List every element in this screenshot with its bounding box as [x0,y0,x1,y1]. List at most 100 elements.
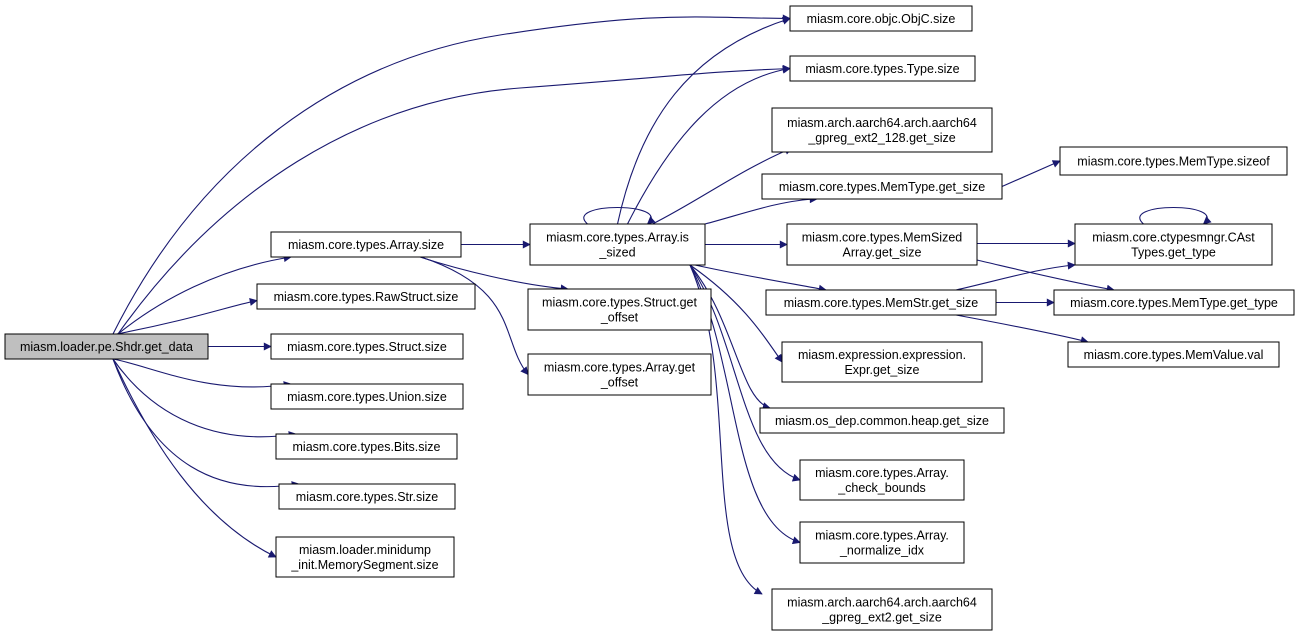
edge-line [112,14,791,335]
node-label: miasm.core.types.MemSized [802,231,963,245]
node-box [270,231,462,258]
node-label: miasm.core.types.MemValue.val [1084,348,1264,362]
node-box [4,333,209,360]
edge-line [116,298,258,335]
edge-line [1001,160,1061,188]
node-label: miasm.core.types.Array.get [544,361,696,375]
node-label: _offset [600,311,639,325]
node-box [789,55,976,82]
node-label: _gpreg_ext2.get_size [821,611,942,625]
node-struct_offset[interactable]: miasm.core.types.Struct.get_offset [527,288,712,331]
node-box [759,407,1005,434]
edge-line [616,16,791,225]
node-label: miasm.core.objc.ObjC.size [807,12,956,26]
node-label: miasm.core.types.MemType.get_size [779,180,985,194]
node-label: miasm.core.types.MemType.get_type [1070,296,1278,310]
edge-is_sized-to-expr_getsize [689,264,783,363]
node-is_sized[interactable]: miasm.core.types.Array.is_sized [529,223,706,266]
node-label: miasm.arch.aarch64.arch.aarch64 [787,596,977,610]
node-expr_getsize[interactable]: miasm.expression.expression.Expr.get_siz… [781,341,983,383]
node-memvalue[interactable]: miasm.core.types.MemValue.val [1067,341,1280,368]
edge-line [117,64,791,335]
node-box [275,433,458,460]
edge-memsized-to-memtype_gettype [976,259,1115,293]
edge-line [112,358,297,440]
edge-is_sized-to-gpreg128 [652,147,793,225]
edge-line [112,358,277,558]
edge-line [689,264,783,363]
node-box [771,588,993,631]
edge-memtype_getsize-to-sizeof [1001,160,1061,188]
edge-root-to-array_size [117,254,292,335]
node-label: miasm.core.types.Struct.get [542,296,697,310]
node-box [527,353,712,396]
node-minidump[interactable]: miasm.loader.minidump_init.MemorySegment… [275,536,455,578]
node-label: miasm.core.types.Array. [815,466,949,480]
node-label: miasm.os_dep.common.heap.get_size [775,414,989,428]
node-label: _check_bounds [837,481,926,495]
node-box [270,333,464,360]
node-label: miasm.core.types.RawStruct.size [274,290,459,304]
edge-is_sized-to-is_sized [583,206,656,225]
node-gpreg128[interactable]: miasm.arch.aarch64.arch.aarch64_gpreg_ex… [771,107,993,153]
node-box [275,536,455,578]
node-box [270,383,464,410]
node-label: _sized [598,246,635,260]
node-check_bounds[interactable]: miasm.core.types.Array._check_bounds [799,459,965,501]
node-memtype_gettype[interactable]: miasm.core.types.MemType.get_type [1053,289,1295,316]
node-struct_size[interactable]: miasm.core.types.Struct.size [270,333,464,360]
node-heap[interactable]: miasm.os_dep.common.heap.get_size [759,407,1005,434]
node-type_size[interactable]: miasm.core.types.Type.size [789,55,976,82]
edge-line [704,195,818,225]
node-box [256,283,476,310]
node-label: miasm.core.types.MemStr.get_size [784,296,979,310]
node-memstr_getsize[interactable]: miasm.core.types.MemStr.get_size [765,289,997,316]
edge-line [112,358,292,390]
edge-castget-to-castget [1139,206,1212,225]
node-normalize[interactable]: miasm.core.types.Array._normalize_idx [799,521,965,564]
nodes-layer: miasm.loader.pe.Shdr.get_data miasm.core.… [4,5,1295,631]
edge-root-to-minidump [112,358,277,558]
edge-memstr_getsize-to-memvalue [955,314,1089,345]
node-box [789,5,973,32]
node-box [786,223,978,266]
node-box [1074,223,1273,266]
node-array_size[interactable]: miasm.core.types.Array.size [270,231,462,258]
node-rawstruct[interactable]: miasm.core.types.RawStruct.size [256,283,476,310]
node-box [529,223,706,266]
node-label: miasm.core.types.Struct.size [287,340,447,354]
node-label: miasm.arch.aarch64.arch.aarch64 [787,116,977,130]
edge-array_size-to-array_offset [420,256,529,376]
node-box [761,173,1003,200]
node-box [771,107,993,153]
node-label: miasm.core.types.Array.size [288,238,444,252]
node-label: miasm.core.types.Str.size [296,490,438,504]
node-union_size[interactable]: miasm.core.types.Union.size [270,383,464,410]
node-gpreg_ext2[interactable]: miasm.arch.aarch64.arch.aarch64_gpreg_ex… [771,588,993,631]
node-memtype_getsize[interactable]: miasm.core.types.MemType.get_size [761,173,1003,200]
node-array_offset[interactable]: miasm.core.types.Array.get_offset [527,353,712,396]
node-bits_size[interactable]: miasm.core.types.Bits.size [275,433,458,460]
node-sizeof[interactable]: miasm.core.types.MemType.sizeof [1059,146,1288,176]
node-objc_size[interactable]: miasm.core.objc.ObjC.size [789,5,973,32]
edge-line [976,259,1115,293]
edge-root-to-objc_size [112,14,791,335]
edge-is_sized-to-type_size [627,65,791,225]
node-label: Types.get_type [1131,246,1216,260]
node-root[interactable]: miasm.loader.pe.Shdr.get_data [4,333,209,360]
node-label: miasm.expression.expression. [798,348,966,362]
edge-memstr_getsize-to-castget [955,261,1076,291]
edge-line [420,256,529,376]
node-label: _offset [600,376,639,390]
node-box [765,289,997,316]
edge-line [689,264,771,410]
node-label: miasm.core.types.Array.is [546,231,689,245]
edges-layer [112,14,1212,595]
node-label: _gpreg_ext2_128.get_size [807,131,955,145]
node-label: Array.get_size [843,246,922,260]
node-box [781,341,983,383]
node-label: miasm.core.types.Type.size [805,62,959,76]
node-str_size[interactable]: miasm.core.types.Str.size [278,483,456,510]
